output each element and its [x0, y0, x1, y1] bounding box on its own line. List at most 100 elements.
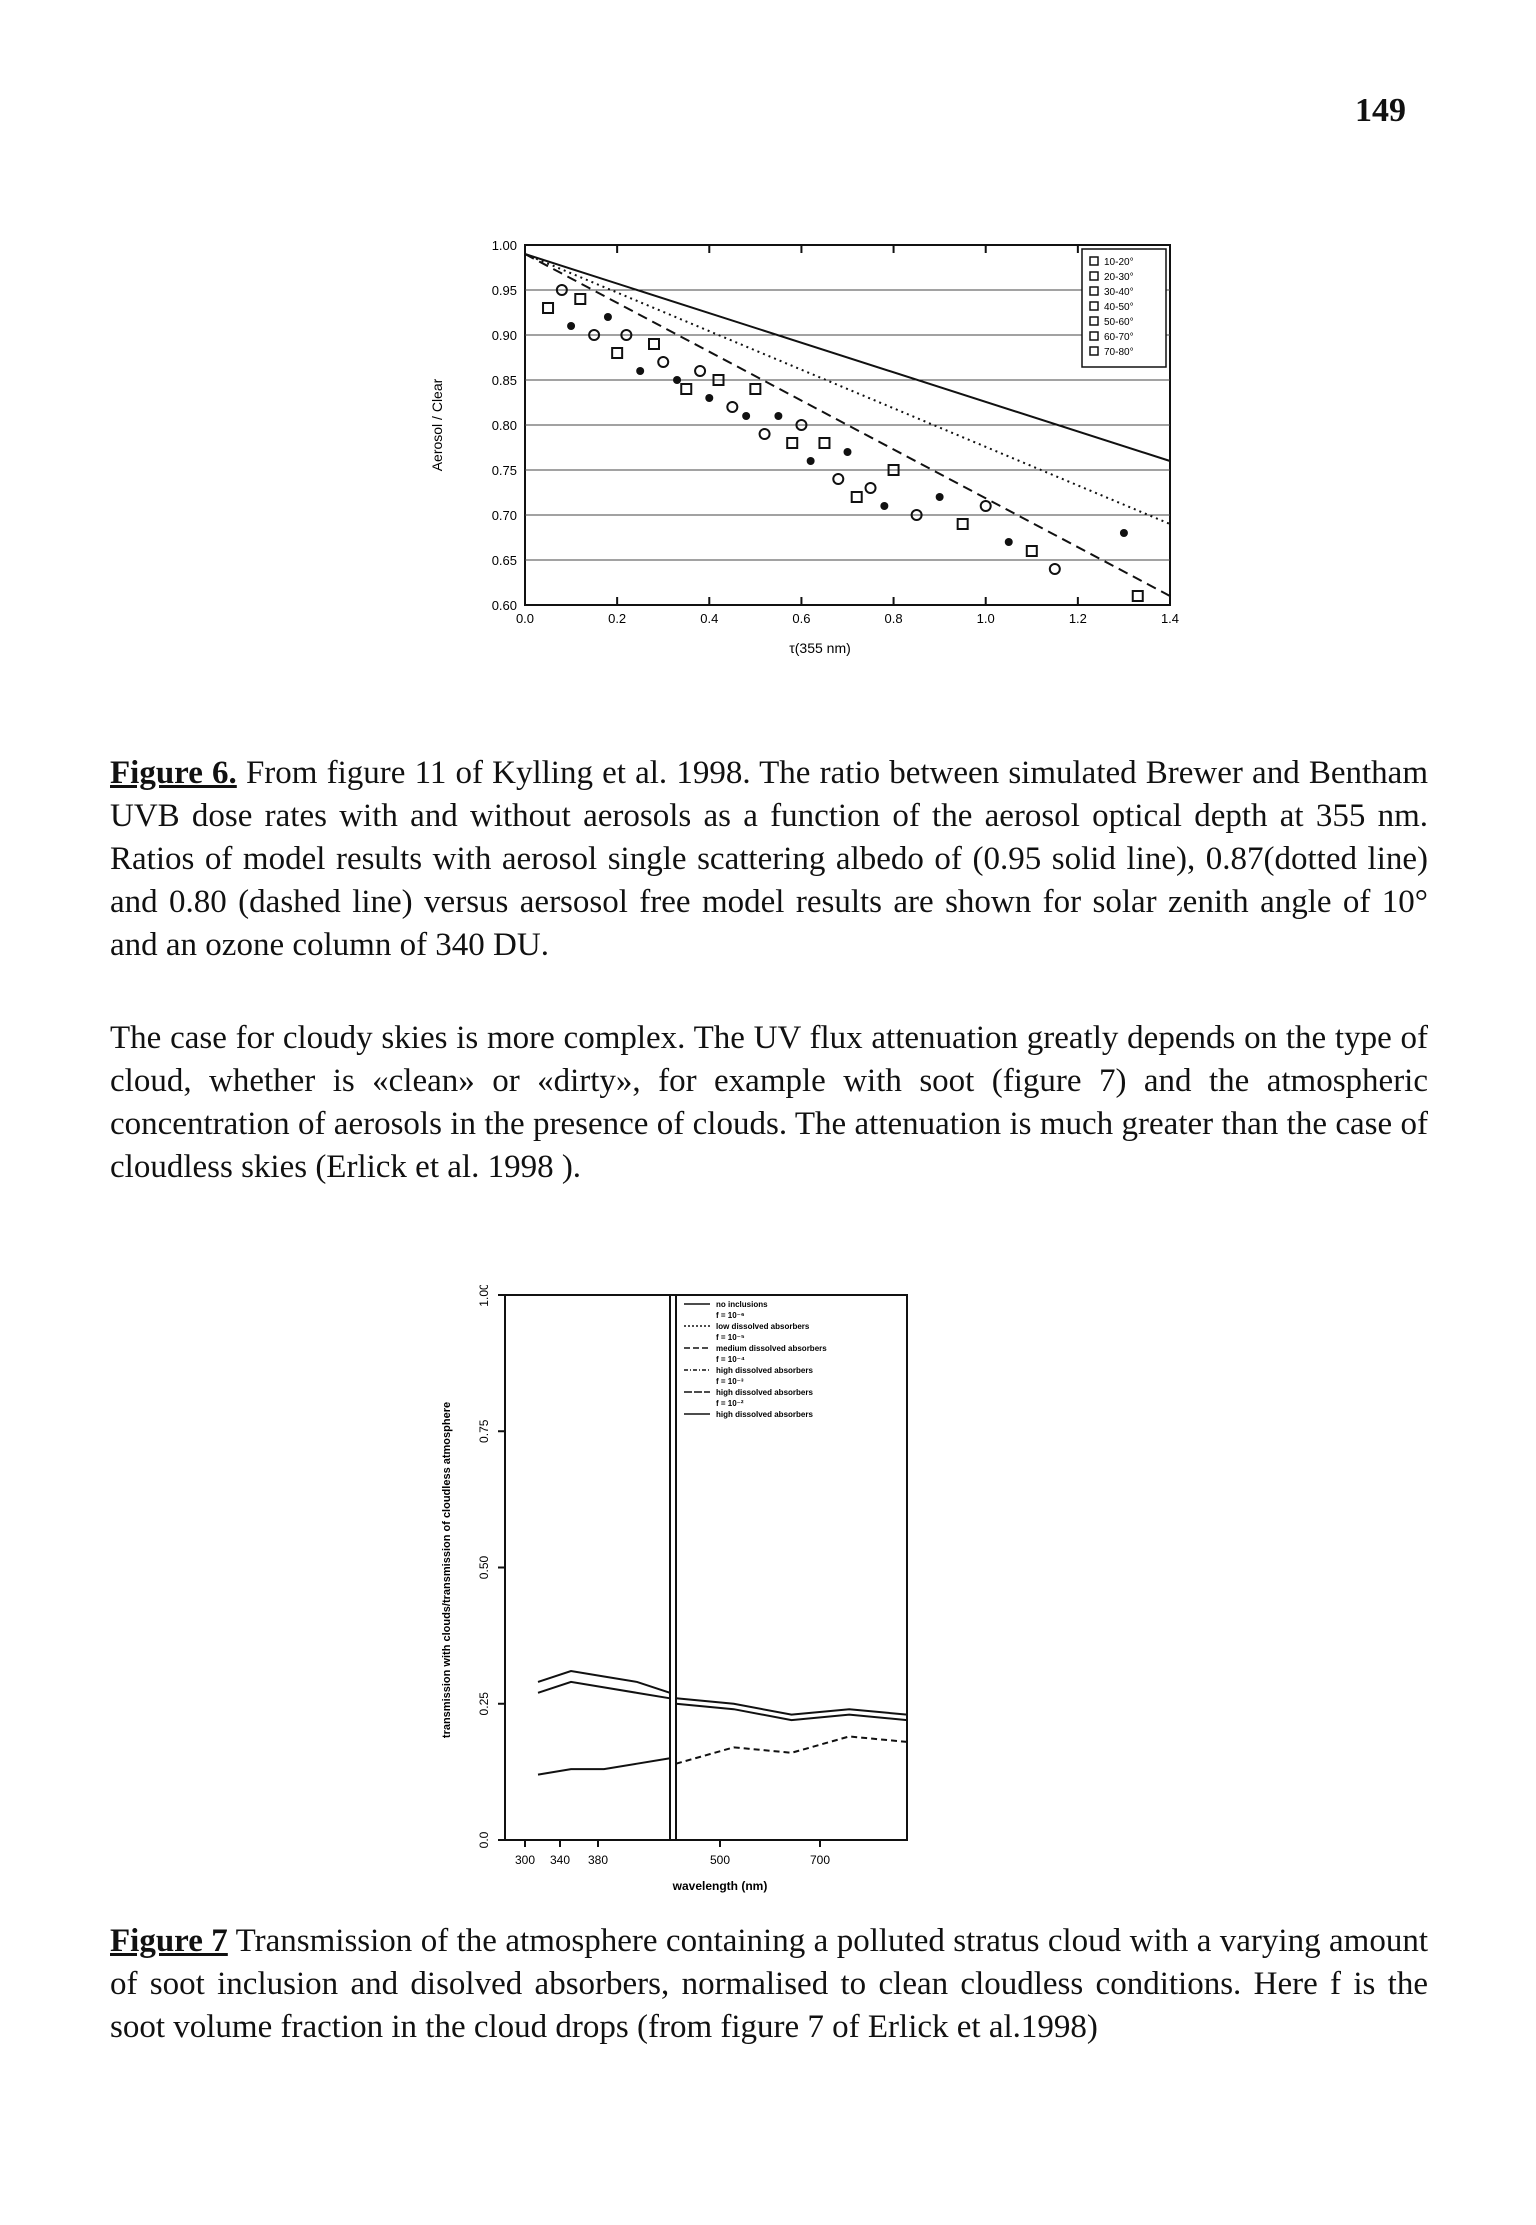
fig6-point: [1048, 563, 1061, 575]
fig6-y-axis-label: Aerosol / Clear: [429, 378, 445, 471]
fig6-gridlines: [525, 289, 1170, 561]
fig6-point: [603, 313, 612, 321]
fig6-legend-label: 40-50°: [1104, 302, 1134, 313]
fig6-point: [555, 284, 568, 296]
fig7-y-tick-label: 0.75: [477, 1419, 491, 1443]
figure-6-chart: 1.000.950.900.850.800.750.700.650.60 0.0…: [429, 238, 1179, 656]
fig6-point: [611, 347, 624, 359]
fig6-x-tick-label: 1.4: [1161, 611, 1179, 626]
fig6-legend-label: 30-40°: [1104, 287, 1134, 298]
fig7-y-tick-label: 0.50: [477, 1555, 491, 1579]
fig6-point: [636, 367, 645, 375]
figure-7-label: Figure 7: [110, 1923, 228, 1959]
fig6-point: [795, 419, 808, 431]
fig7-series-lines: [537, 1670, 908, 1776]
fig7-x-tick-label: 380: [588, 1853, 608, 1867]
fig6-data-points: [542, 284, 1144, 602]
fig7-legend-label: low dissolved absorbers: [716, 1322, 810, 1331]
fig6-line-dashed: [524, 253, 1171, 597]
fig6-legend-label: 50-60°: [1104, 317, 1134, 328]
fig6-legend: 10-20°20-30°30-40°40-50°50-60°60-70°70-8…: [1081, 248, 1167, 368]
fig6-point: [694, 365, 707, 377]
fig6-y-tick-label: 0.90: [492, 328, 517, 343]
fig7-legend-label: high dissolved absorbers: [716, 1388, 813, 1397]
fig6-y-tick-label: 0.60: [492, 598, 517, 613]
fig6-point: [680, 383, 693, 395]
fig6-point: [657, 356, 670, 368]
fig7-legend-label: no inclusions: [716, 1300, 768, 1309]
fig6-x-axis-label: τ(355 nm): [789, 640, 851, 656]
fig6-point: [880, 502, 889, 510]
fig6-point: [705, 394, 714, 402]
figure-6-caption: Figure 6. From figure 11 of Kylling et a…: [110, 752, 1428, 967]
fig6-legend-marker: [1089, 301, 1099, 311]
fig6-y-tick-label: 0.95: [492, 283, 517, 298]
fig6-point: [567, 322, 576, 330]
fig6-y-tick-label: 1.00: [492, 238, 517, 253]
fig6-y-tick-label: 0.85: [492, 373, 517, 388]
fig6-point: [832, 473, 845, 485]
fig6-x-tick-label: 0.0: [516, 611, 534, 626]
fig6-line-dotted: [524, 253, 1171, 525]
fig7-x-tick-label: 500: [710, 1853, 730, 1867]
fig6-point: [1131, 590, 1144, 602]
fig7-legend-label: f = 10⁻³: [716, 1377, 744, 1386]
fig6-point: [979, 500, 992, 512]
fig7-legend-label: f = 10⁻⁶: [716, 1311, 745, 1320]
fig6-point: [818, 437, 831, 449]
fig6-y-tick-label: 0.70: [492, 508, 517, 523]
fig6-line-solid: [524, 253, 1171, 462]
fig7-x-tick-label: 700: [810, 1853, 830, 1867]
fig6-legend-marker: [1089, 256, 1099, 266]
fig6-x-tick-label: 0.8: [885, 611, 903, 626]
fig6-point: [742, 412, 751, 420]
fig7-y-axis-label: transmission with clouds/transmission of…: [441, 1402, 453, 1738]
fig6-point: [910, 509, 923, 521]
fig7-series-right: [675, 1702, 908, 1722]
fig6-legend-marker: [1089, 271, 1099, 281]
fig7-plot-frame: [504, 1294, 908, 1841]
fig6-point: [726, 401, 739, 413]
fig7-series-right: [675, 1697, 908, 1716]
fig6-x-tick-label: 0.2: [608, 611, 626, 626]
fig7-legend-label: f = 10⁻⁵: [716, 1333, 745, 1342]
body-paragraph: The case for cloudy skies is more comple…: [110, 1020, 1428, 1185]
fig6-x-tick-label: 1.0: [977, 611, 995, 626]
fig6-x-tick-label: 0.6: [792, 611, 810, 626]
fig6-y-tick-label: 0.75: [492, 463, 517, 478]
fig6-point: [774, 412, 783, 420]
figure-6-label: Figure 6.: [110, 755, 237, 791]
fig7-legend-label: high dissolved absorbers: [716, 1366, 813, 1375]
fig6-legend-marker: [1089, 346, 1099, 356]
fig6-point: [887, 464, 900, 476]
fig6-point: [620, 329, 633, 341]
fig6-model-lines: [524, 253, 1171, 597]
fig6-point: [574, 293, 587, 305]
fig6-point: [935, 493, 944, 501]
fig6-legend-label: 70-80°: [1104, 347, 1134, 358]
figure-6-caption-text: From figure 11 of Kylling et al. 1998. T…: [110, 755, 1428, 963]
fig7-y-ticks: 0.00.250.500.751.00: [477, 1285, 505, 1848]
figure-7-caption: Figure 7 Transmission of the atmosphere …: [110, 1920, 1428, 2049]
fig6-legend-label: 10-20°: [1104, 257, 1134, 268]
fig6-point: [758, 428, 771, 440]
fig7-series-left: [537, 1757, 671, 1776]
fig6-point: [786, 437, 799, 449]
fig7-series-right: [675, 1735, 908, 1765]
fig7-x-tick-label: 340: [550, 1853, 570, 1867]
fig7-legend-label: f = 10⁻²: [716, 1399, 744, 1408]
fig6-point: [843, 448, 852, 456]
fig6-point: [712, 374, 725, 386]
fig7-legend-label: high dissolved absorbers: [716, 1410, 813, 1419]
fig7-legend: no inclusions f = 10⁻⁶ low dissolved absor…: [684, 1300, 827, 1419]
fig6-point: [542, 302, 555, 314]
fig6-x-tick-label: 1.2: [1069, 611, 1087, 626]
figure-7-caption-text: Transmission of the atmosphere containin…: [110, 1923, 1428, 2045]
fig7-y-tick-label: 1.00: [477, 1285, 491, 1307]
fig7-legend-label: medium dissolved absorbers: [716, 1344, 827, 1353]
page-number: 149: [1355, 92, 1406, 129]
fig6-x-tick-label: 0.4: [700, 611, 718, 626]
fig6-y-tick-label: 0.80: [492, 418, 517, 433]
fig7-y-tick-label: 0.0: [477, 1831, 491, 1848]
